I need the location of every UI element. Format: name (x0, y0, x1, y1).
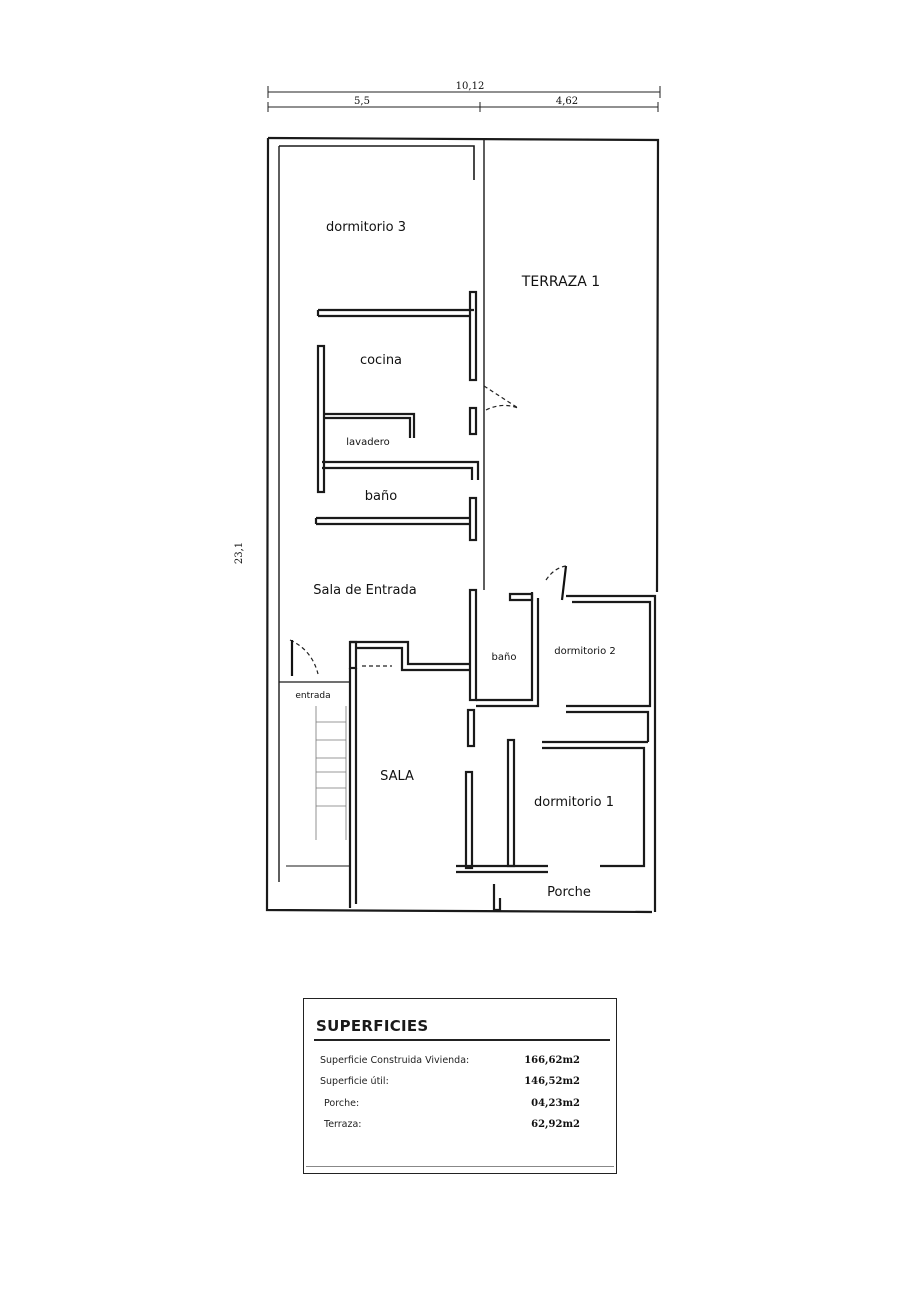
porche-stub (492, 884, 502, 912)
door-swing-entrada (289, 639, 319, 675)
surface-value: 166,62m2 (524, 1055, 580, 1066)
bano-lower-left-wall (468, 588, 478, 702)
surfaces-table: SUPERFICIES Superficie Construida Vivien… (303, 998, 617, 1174)
door-arc-terraza (485, 404, 519, 411)
total-width-label: 10,12 (456, 81, 485, 92)
surfaces-bottom-rule (306, 1166, 614, 1167)
door-leaves (290, 565, 568, 676)
bano-lower-walls (476, 592, 540, 708)
surface-row-porche: Porche: 04,23m2 (304, 1098, 616, 1114)
room-lavadero: lavadero (346, 437, 389, 448)
right-width-label: 4,62 (556, 96, 578, 107)
dormitorio2-walls (566, 594, 657, 912)
room-bano-lower: baño (492, 652, 517, 663)
surface-row-useful: Superficie útil: 146,52m2 (304, 1076, 616, 1092)
corridor-wall (464, 770, 474, 870)
lavadero-bano-wall (322, 460, 480, 480)
room-terraza-1: TERRAZA 1 (521, 274, 600, 290)
surface-value: 04,23m2 (531, 1098, 580, 1109)
door-swing-dorm2 (545, 565, 567, 581)
spine-segment (468, 406, 478, 436)
stairs (315, 706, 347, 840)
dormitorio1-walls (542, 740, 648, 868)
dormitorio3-top-wall (279, 145, 475, 180)
corridor-wall (506, 738, 516, 868)
sala-left-wall (348, 668, 358, 908)
sala-entrada-sala-wall (350, 640, 470, 672)
surface-row-terraza: Terraza: 62,92m2 (304, 1119, 616, 1135)
room-cocina: cocina (360, 353, 402, 368)
room-sala-de-entrada: Sala de Entrada (313, 583, 416, 598)
corridor-wall (466, 708, 476, 748)
surface-label: Superficie Construida Vivienda: (320, 1055, 470, 1066)
room-bano-upper: baño (365, 489, 397, 504)
left-width-label: 5,5 (354, 96, 370, 107)
surface-value: 146,52m2 (524, 1076, 580, 1087)
bano-sala-wall (314, 516, 470, 526)
room-dormitorio-2: dormitorio 2 (554, 646, 616, 657)
walls (265, 136, 660, 914)
dorm3-cocina-wall (316, 308, 474, 318)
spine-segment (468, 290, 478, 382)
surface-label: Terraza: (324, 1119, 362, 1130)
surface-row-built: Superficie Construida Vivienda: 166,62m2 (304, 1055, 616, 1071)
doors (289, 385, 567, 675)
spine-segment (468, 496, 478, 542)
dimension-lines (267, 86, 661, 112)
outer-wall-top-right (267, 136, 660, 593)
room-dormitorio-3: dormitorio 3 (326, 220, 406, 235)
room-porche: Porche (547, 885, 591, 900)
outer-wall-left-bottom (265, 137, 653, 914)
surfaces-title-rule (314, 1039, 610, 1041)
surface-label: Porche: (324, 1098, 360, 1109)
cocina-left-wall (316, 344, 326, 494)
floor-plan: 10,12 5,5 4,62 23,1 (234, 81, 661, 914)
surface-value: 62,92m2 (531, 1119, 580, 1130)
porche-top-wall (456, 864, 548, 874)
room-sala: SALA (380, 769, 414, 784)
surface-label: Superficie útil: (320, 1076, 389, 1087)
wall-stub (508, 592, 534, 602)
total-length-label: 23,1 (234, 542, 245, 564)
lavadero-wall (324, 412, 416, 438)
surfaces-title: SUPERFICIES (316, 1017, 429, 1035)
wall-stub (348, 640, 358, 670)
room-dormitorio-1: dormitorio 1 (534, 795, 614, 810)
room-entrada: entrada (295, 691, 330, 701)
door-leaf-dorm2 (560, 565, 568, 601)
door-swing-terraza (483, 385, 519, 409)
